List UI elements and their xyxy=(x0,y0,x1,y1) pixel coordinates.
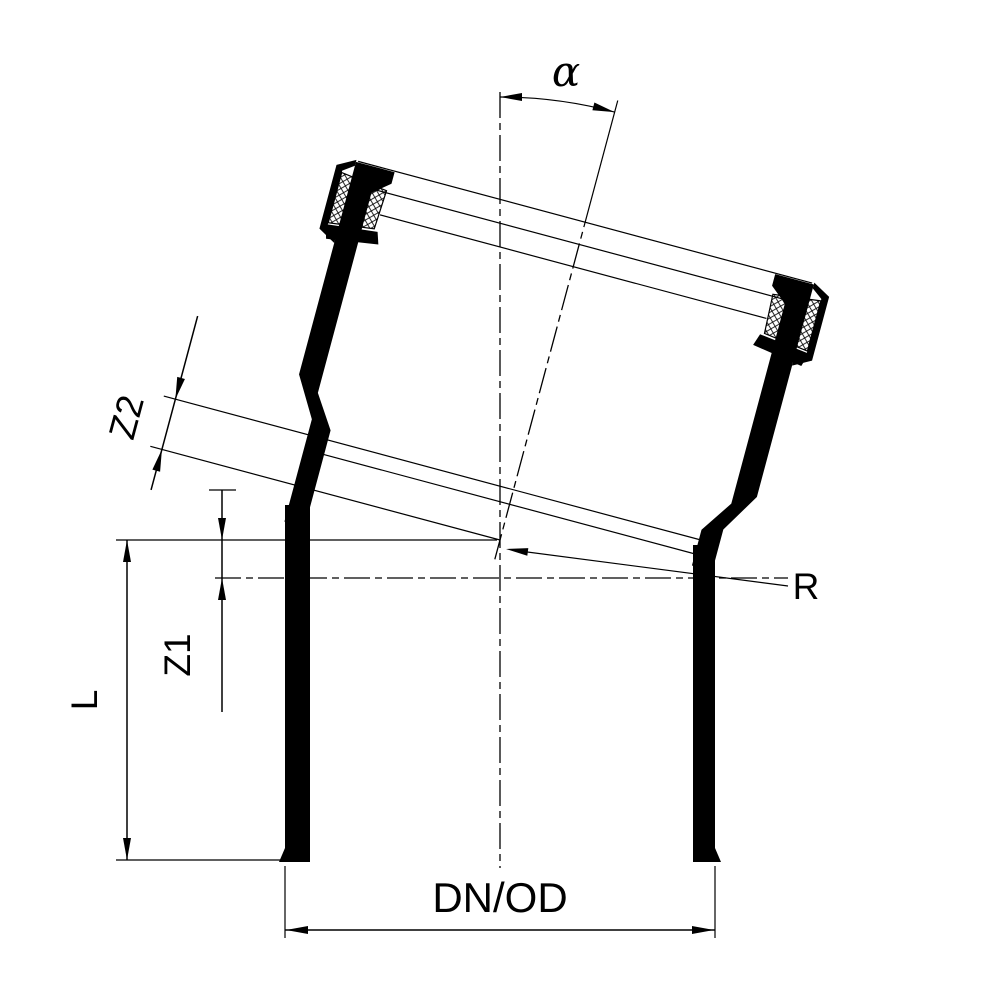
gasket-lip-right xyxy=(753,334,809,367)
pipe-wall-left xyxy=(285,505,310,862)
r-leader-arrow xyxy=(506,548,529,556)
gasket-lip-left xyxy=(325,224,379,245)
gasket-chamber-left xyxy=(319,159,357,243)
spigot-chamfer-right xyxy=(715,848,721,862)
dimension-z1: Z1 xyxy=(157,489,236,712)
angle-label: α xyxy=(552,47,580,96)
pipe-wall-right xyxy=(693,545,715,862)
angle-arrow-left xyxy=(500,93,522,101)
z1-label: Z1 xyxy=(157,633,198,676)
r-leader-line xyxy=(511,549,789,587)
gasket-seal-left xyxy=(327,171,388,230)
l-label: L xyxy=(64,690,105,711)
socket-mouth-edge xyxy=(358,160,813,284)
gasket-lip-edge xyxy=(379,214,767,319)
z1-arrow-bottom xyxy=(218,578,226,600)
dimension-r: R xyxy=(506,548,819,607)
gasket-chamber-right xyxy=(792,282,830,366)
socket-chamfer-edge xyxy=(374,188,785,300)
gasket-seal-right xyxy=(763,293,822,352)
dimension-l: L xyxy=(64,539,497,861)
centerline-inclined xyxy=(494,225,585,560)
dimension-angle: α xyxy=(499,47,615,113)
dnod-arrow-left xyxy=(286,926,308,934)
pipe-body-lower xyxy=(279,505,721,862)
dnod-label: DN/OD xyxy=(432,874,567,921)
dimension-dnod: DN/OD xyxy=(284,866,716,938)
z2-arrow-lower xyxy=(152,449,162,472)
z2-extension-line-upper xyxy=(163,395,719,546)
l-arrow-bottom xyxy=(123,838,131,860)
l-arrow-top xyxy=(123,540,131,562)
r-label: R xyxy=(793,566,820,607)
dimension-z2: Z2 xyxy=(101,315,719,546)
spigot-chamfer-left xyxy=(279,848,285,862)
z2-extension-line-lower xyxy=(150,445,501,541)
z2-label: Z2 xyxy=(101,391,152,443)
z2-arrow-upper xyxy=(175,376,185,400)
socket-stop-edge xyxy=(306,449,713,560)
z1-arrow-top xyxy=(218,518,226,540)
dnod-arrow-right xyxy=(692,926,714,934)
angle-arrow-right xyxy=(592,102,615,113)
socket-section: Z2 xyxy=(101,100,830,571)
centerline-inclined-extension xyxy=(583,100,619,227)
